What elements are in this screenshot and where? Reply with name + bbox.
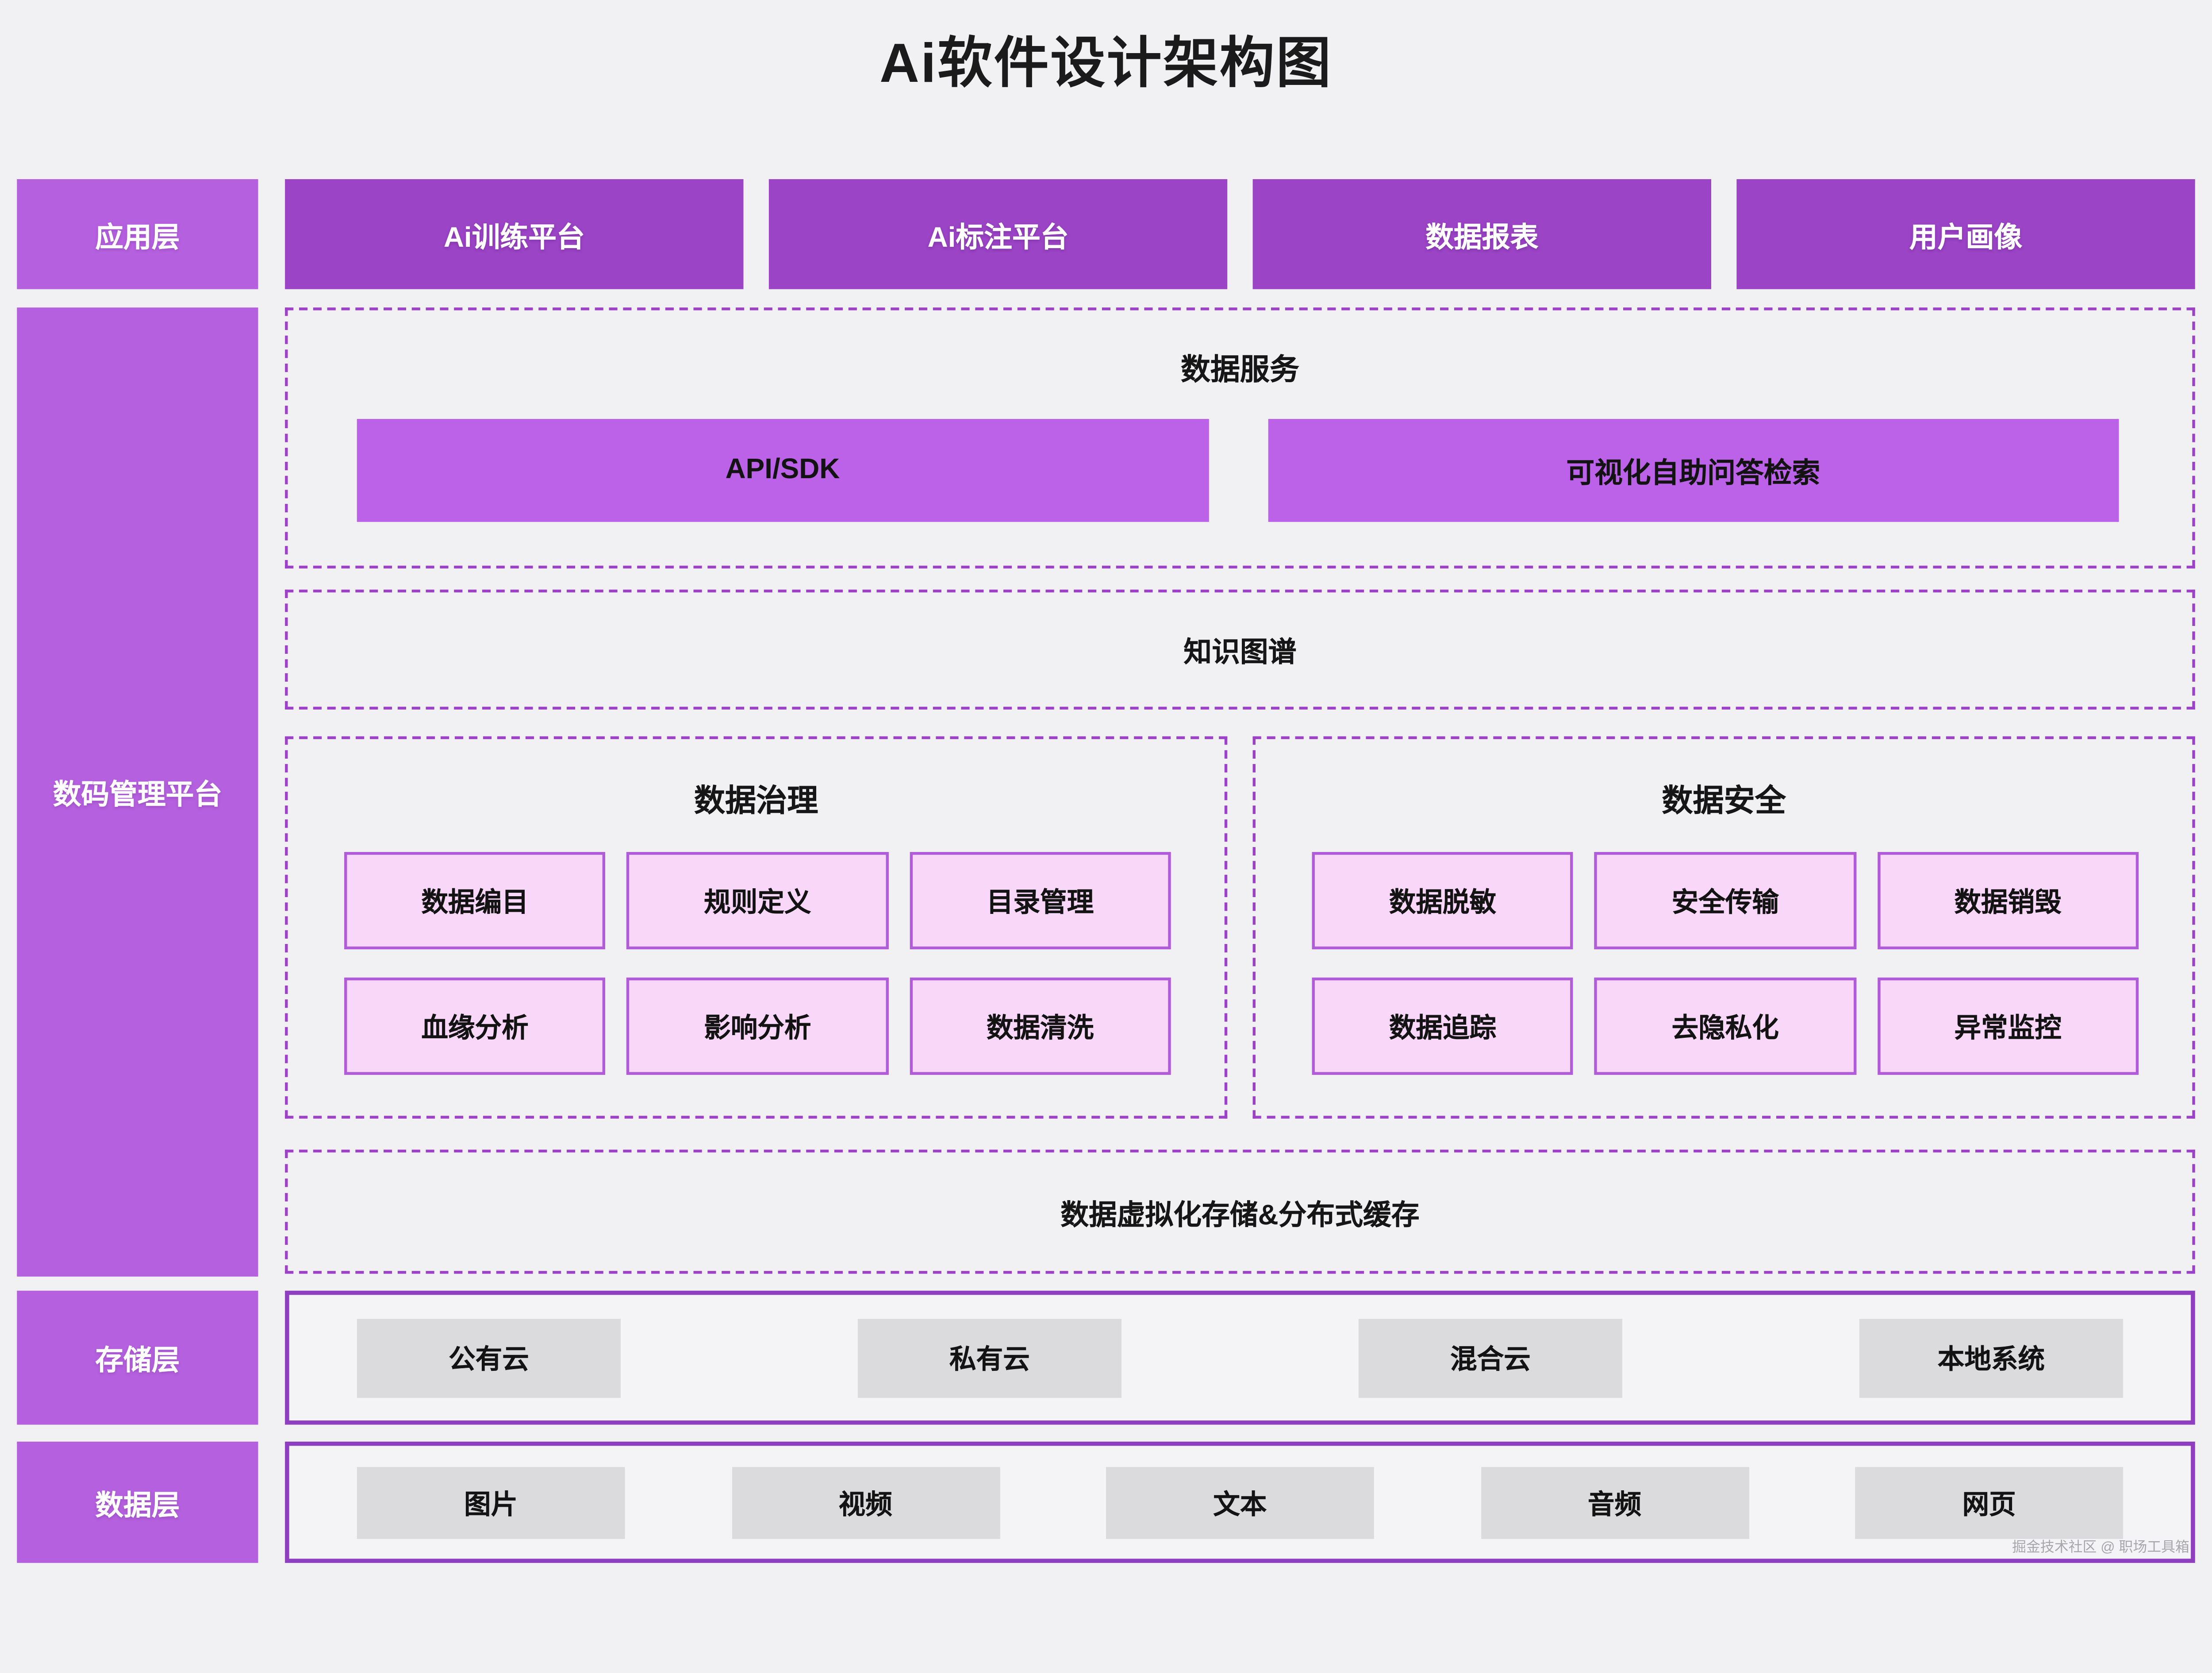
architecture-diagram: Ai软件设计架构图 应用层 Ai训练平台 Ai标注平台 数据报表 用户画像 数码… [17, 34, 2195, 1563]
virtual-storage-cache-title: 数据虚拟化存储&分布式缓存 [1060, 1200, 1420, 1231]
application-layer-boxes: Ai训练平台 Ai标注平台 数据报表 用户画像 [285, 179, 2195, 289]
application-layer-row: 应用层 Ai训练平台 Ai标注平台 数据报表 用户画像 [17, 179, 2195, 289]
governance-box-cataloging: 数据编目 [344, 852, 606, 950]
governance-security-row: 数据治理 数据编目 规则定义 目录管理 血缘分析 影响分析 数据清洗 数据安全 … [285, 736, 2195, 1119]
security-box-data-tracking: 数据追踪 [1312, 977, 1574, 1075]
data-security-grid: 数据脱敏 安全传输 数据销毁 数据追踪 去隐私化 异常监控 [1312, 852, 2139, 1075]
governance-box-data-cleaning: 数据清洗 [909, 977, 1171, 1075]
storage-box-private-cloud: 私有云 [857, 1318, 1122, 1397]
data-security-title: 数据安全 [1662, 783, 1786, 818]
security-box-secure-transfer: 安全传输 [1594, 852, 1856, 950]
data-box-webpage: 网页 [1855, 1466, 2124, 1539]
storage-box-public-cloud: 公有云 [357, 1318, 621, 1397]
storage-layer-row: 存储层 公有云 私有云 混合云 本地系统 [17, 1290, 2195, 1425]
governance-box-lineage-analysis: 血缘分析 [344, 977, 606, 1075]
security-box-deprivatization: 去隐私化 [1594, 977, 1856, 1075]
data-box-audio: 音频 [1480, 1466, 1749, 1539]
app-box-user-profile: 用户画像 [1736, 179, 2195, 289]
data-service-section: 数据服务 API/SDK 可视化自助问答检索 [285, 307, 2195, 569]
data-service-title: 数据服务 [1181, 354, 1299, 387]
data-box-image: 图片 [357, 1466, 625, 1539]
management-platform-label: 数码管理平台 [17, 307, 258, 1277]
governance-box-directory-mgmt: 目录管理 [909, 852, 1171, 950]
service-box-api-sdk: API/SDK [357, 419, 1209, 522]
data-layer-row: 数据层 图片 视频 文本 音频 网页 [17, 1441, 2195, 1563]
security-box-anomaly-monitor: 异常监控 [1877, 977, 2139, 1075]
governance-box-rule-definition: 规则定义 [626, 852, 888, 950]
security-box-data-destruction: 数据销毁 [1877, 852, 2139, 950]
management-platform-row: 数码管理平台 数据服务 API/SDK 可视化自助问答检索 知识图谱 数据治理 … [17, 307, 2195, 1277]
storage-box-local-system: 本地系统 [1859, 1318, 2124, 1397]
data-governance-grid: 数据编目 规则定义 目录管理 血缘分析 影响分析 数据清洗 [344, 852, 1171, 1075]
app-box-ai-labeling: Ai标注平台 [768, 179, 1228, 289]
knowledge-graph-section: 知识图谱 [285, 589, 2195, 710]
knowledge-graph-title: 知识图谱 [1183, 637, 1297, 669]
app-box-data-report: 数据报表 [1252, 179, 1711, 289]
storage-layer-label: 存储层 [17, 1290, 258, 1425]
data-box-text: 文本 [1106, 1466, 1374, 1539]
data-service-boxes: API/SDK 可视化自助问答检索 [357, 419, 2119, 522]
page-title: Ai软件设计架构图 [879, 34, 1333, 95]
virtual-storage-cache-section: 数据虚拟化存储&分布式缓存 [285, 1149, 2195, 1274]
management-platform-content: 数据服务 API/SDK 可视化自助问答检索 知识图谱 数据治理 数据编目 规则… [285, 307, 2195, 1277]
service-box-visual-qa: 可视化自助问答检索 [1267, 419, 2119, 522]
app-box-ai-training: Ai训练平台 [285, 179, 744, 289]
data-layer-label: 数据层 [17, 1441, 258, 1563]
storage-layer-container: 公有云 私有云 混合云 本地系统 [285, 1290, 2195, 1425]
watermark: 掘金技术社区 @ 职场工具箱 [2012, 1540, 2189, 1556]
data-layer-container: 图片 视频 文本 音频 网页 [285, 1441, 2195, 1563]
data-security-section: 数据安全 数据脱敏 安全传输 数据销毁 数据追踪 去隐私化 异常监控 [1252, 736, 2195, 1119]
data-governance-section: 数据治理 数据编目 规则定义 目录管理 血缘分析 影响分析 数据清洗 [285, 736, 1228, 1119]
application-layer-label: 应用层 [17, 179, 258, 289]
data-governance-title: 数据治理 [694, 783, 818, 818]
security-box-desensitization: 数据脱敏 [1312, 852, 1574, 950]
storage-box-hybrid-cloud: 混合云 [1358, 1318, 1623, 1397]
data-box-video: 视频 [731, 1466, 1000, 1539]
governance-box-impact-analysis: 影响分析 [626, 977, 888, 1075]
